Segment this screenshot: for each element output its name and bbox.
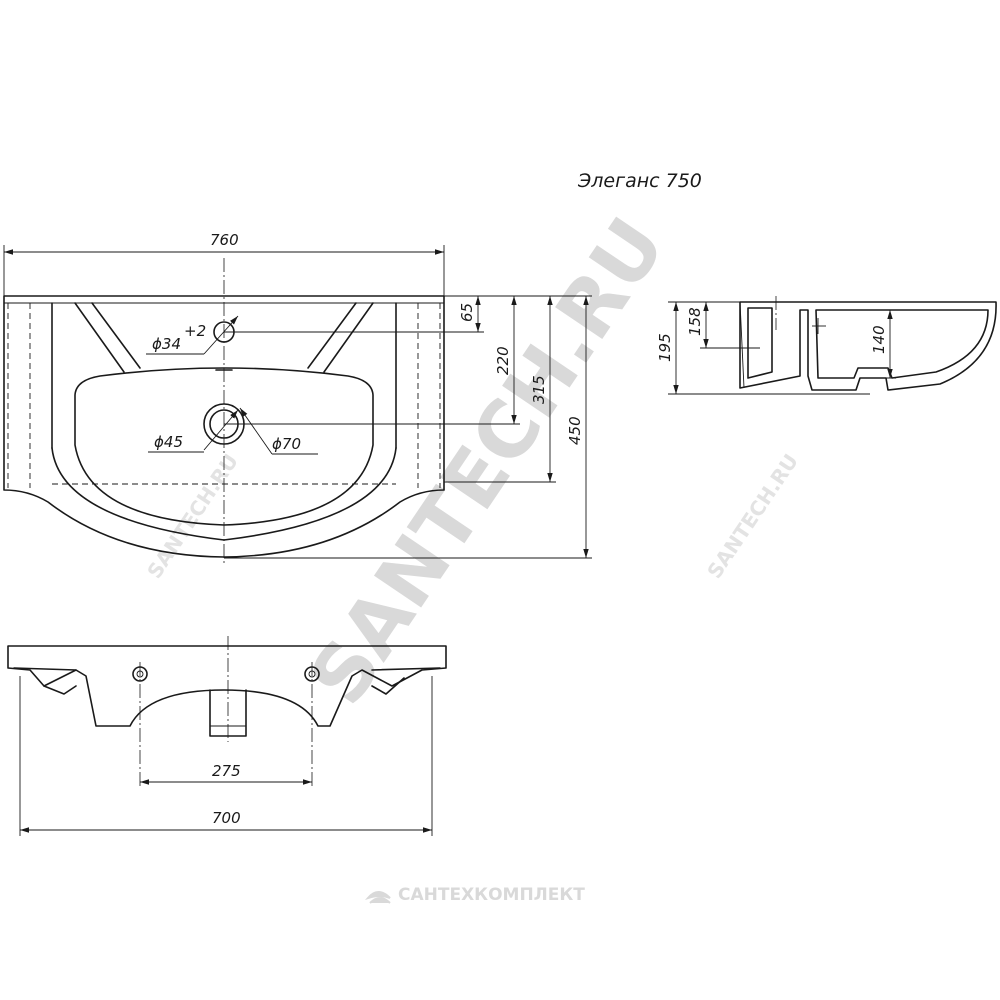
dim-bowl-depth: 140 (870, 325, 888, 354)
dim-tap-hole-offset: 65 (458, 303, 476, 322)
dim-drain-offset-315: 315 (530, 375, 548, 404)
dim-drain-outer-diameter: ϕ70 (272, 435, 301, 453)
front-view (7, 636, 447, 836)
dim-overall-depth: 450 (566, 416, 584, 445)
dim-height-195: 195 (656, 333, 674, 362)
product-title: Элеганс 750 (577, 170, 702, 192)
front-view-dimensions: 275 700 (20, 762, 432, 833)
side-section-view (668, 296, 997, 395)
side-view-dimensions: 195 158 140 (656, 302, 893, 394)
dim-tap-hole-tolerance: +2 (184, 322, 206, 340)
dim-drain-offset-220: 220 (494, 346, 512, 375)
dim-height-158: 158 (686, 307, 704, 336)
top-view-dimensions: 760 65 220 315 450 ϕ34 +2 ϕ45 ϕ70 (4, 231, 589, 558)
dim-mount-spacing: 275 (212, 762, 241, 780)
watermark-small-right: SANTECH.RU (702, 450, 803, 583)
watermark-main: SANTECH.RU (293, 203, 683, 721)
dim-bottom-width: 700 (212, 809, 241, 827)
watermark-company: САНТЕХКОМПЛЕКТ (398, 885, 585, 905)
dim-tap-hole-diameter: ϕ34 (152, 335, 181, 353)
dim-drain-inner-diameter: ϕ45 (154, 433, 183, 451)
dim-overall-width: 760 (210, 231, 239, 249)
stylized-wave-logo-icon (364, 891, 391, 904)
